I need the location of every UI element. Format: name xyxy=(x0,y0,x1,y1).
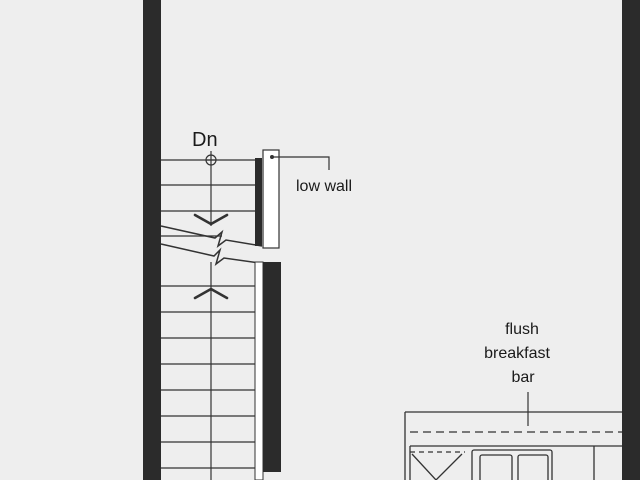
bar-label-line3: bar xyxy=(511,369,535,386)
low-wall-leader xyxy=(272,156,330,170)
chevron-down-icon xyxy=(193,213,229,226)
handrail-upper xyxy=(255,158,262,246)
direction-arrows xyxy=(193,213,229,300)
handrail-lower xyxy=(254,261,264,480)
chevron-up-icon xyxy=(193,287,229,300)
stair-break-line xyxy=(160,225,281,267)
low-wall-top xyxy=(262,149,280,249)
sink-bowl-left xyxy=(479,454,513,480)
leader-dot xyxy=(270,155,274,159)
stair-direction-label: Dn xyxy=(192,129,218,151)
stair-walkline xyxy=(205,151,217,480)
low-wall-label: low wall xyxy=(296,178,352,195)
left-wall xyxy=(143,0,161,480)
sink-bowl-right xyxy=(517,454,549,480)
low-wall-lower xyxy=(263,262,281,472)
bar-label-line2: breakfast xyxy=(484,345,550,362)
bar-label-line1: flush xyxy=(505,321,539,338)
sink xyxy=(471,449,553,480)
right-wall xyxy=(622,0,640,480)
breakfast-bar xyxy=(404,411,622,480)
